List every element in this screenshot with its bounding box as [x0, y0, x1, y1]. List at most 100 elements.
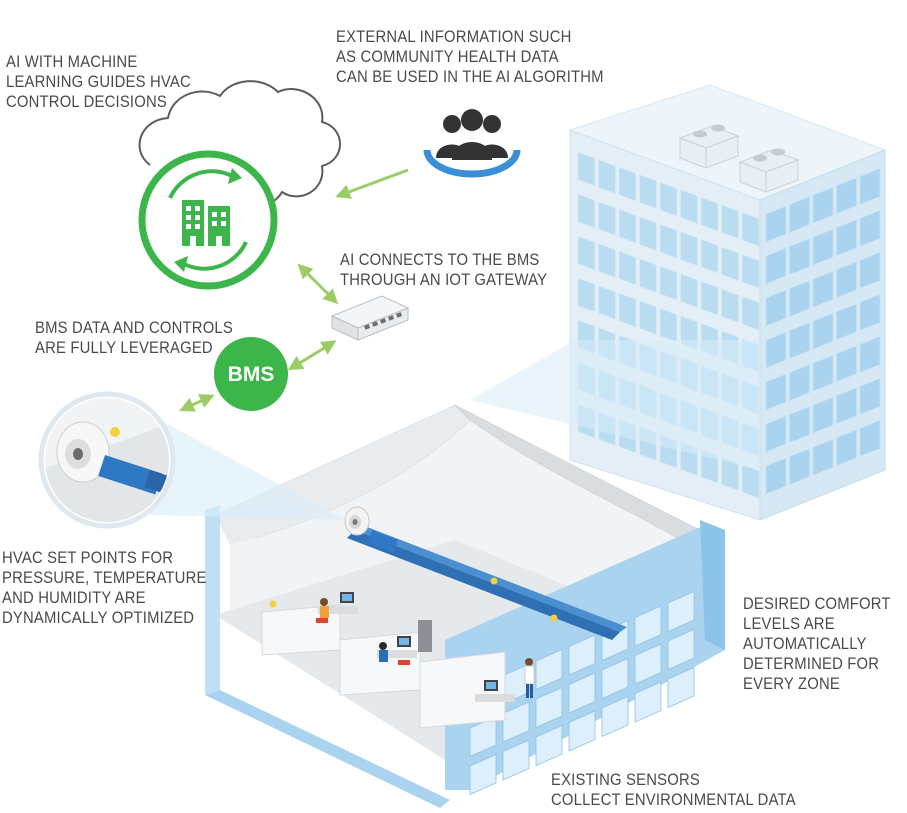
- window: [812, 312, 834, 350]
- window: [639, 216, 657, 252]
- window: [535, 648, 563, 691]
- window: [812, 186, 834, 224]
- comfort-levels-label: DESIRED COMFORT LEVELS ARE AUTOMATICALLY…: [743, 595, 891, 693]
- window: [634, 681, 662, 723]
- window: [721, 246, 739, 282]
- window: [765, 331, 787, 369]
- window: [789, 280, 810, 318]
- window: [741, 295, 760, 331]
- window: [598, 200, 616, 237]
- window: [639, 300, 657, 336]
- window: [639, 258, 657, 294]
- window: [667, 666, 695, 709]
- window: [568, 634, 596, 676]
- window: [741, 253, 760, 289]
- bms-badge-label: BMS: [228, 363, 275, 386]
- window: [659, 223, 678, 259]
- window: [859, 167, 881, 205]
- window: [598, 242, 616, 279]
- window: [741, 463, 760, 499]
- window: [789, 448, 810, 486]
- window: [700, 280, 719, 316]
- external-info-label: EXTERNAL INFORMATION SUCH AS COMMUNITY H…: [336, 28, 604, 86]
- window: [502, 701, 530, 743]
- bms-hvac-link: [179, 394, 215, 412]
- window: [618, 292, 637, 328]
- window: [598, 284, 616, 321]
- window: [618, 208, 637, 244]
- window: [789, 364, 810, 402]
- ai-building-icon: [138, 150, 278, 290]
- window: [836, 219, 857, 257]
- window: [859, 419, 881, 457]
- window: [680, 273, 698, 309]
- window: [618, 166, 637, 202]
- window: [700, 196, 719, 232]
- window: [836, 261, 857, 299]
- window: [789, 196, 810, 234]
- window: [789, 238, 810, 276]
- window: [812, 438, 834, 476]
- window: [741, 211, 760, 247]
- window: [812, 354, 834, 392]
- iot-gateway-icon: [330, 295, 410, 341]
- window: [502, 739, 530, 781]
- window: [634, 605, 662, 647]
- window: [812, 396, 834, 434]
- window: [601, 657, 629, 700]
- window: [859, 377, 881, 415]
- window: [639, 174, 657, 210]
- window: [535, 686, 563, 729]
- gateway-bms-link: [287, 340, 337, 371]
- window: [577, 151, 596, 187]
- window: [680, 189, 698, 225]
- window: [765, 205, 787, 243]
- window: [721, 204, 739, 240]
- window: [789, 322, 810, 360]
- window: [659, 181, 678, 217]
- window: [634, 643, 662, 685]
- window: [577, 235, 596, 271]
- community-group-icon: [422, 109, 522, 178]
- window: [568, 710, 596, 752]
- window: [859, 293, 881, 331]
- window: [859, 209, 881, 247]
- window: [598, 158, 616, 195]
- window: [721, 288, 739, 324]
- window: [680, 231, 698, 267]
- window: [765, 415, 787, 453]
- window: [859, 335, 881, 373]
- window: [765, 247, 787, 285]
- iot-gateway-label: AI CONNECTS TO THE BMS THROUGH AN IOT GA…: [340, 251, 548, 289]
- window: [836, 303, 857, 341]
- window: [618, 250, 637, 286]
- window: [812, 228, 834, 266]
- hvac-fan-icon: [38, 391, 345, 529]
- cutaway-floor: [205, 405, 725, 808]
- window: [469, 753, 497, 796]
- window: [836, 345, 857, 383]
- window: [568, 672, 596, 714]
- bms-icon: BMS: [214, 337, 288, 411]
- window: [812, 270, 834, 308]
- bms-data-label: BMS DATA AND CONTROLS ARE FULLY LEVERAGE…: [35, 319, 233, 357]
- window: [659, 265, 678, 301]
- existing-sensors-label: EXISTING SENSORS COLLECT ENVIRONMENTAL D…: [551, 771, 796, 809]
- window: [789, 406, 810, 444]
- window: [601, 695, 629, 738]
- window: [667, 590, 695, 633]
- window: [765, 289, 787, 327]
- window: [577, 193, 596, 229]
- window: [836, 429, 857, 467]
- window: [667, 628, 695, 671]
- ai-ml-label: AI WITH MACHINE LEARNING GUIDES HVAC CON…: [6, 53, 191, 111]
- window: [659, 307, 678, 343]
- window: [577, 277, 596, 313]
- window: [859, 251, 881, 289]
- window: [836, 177, 857, 215]
- window: [535, 724, 563, 767]
- external-data-arrow: [335, 168, 409, 199]
- window: [765, 457, 787, 495]
